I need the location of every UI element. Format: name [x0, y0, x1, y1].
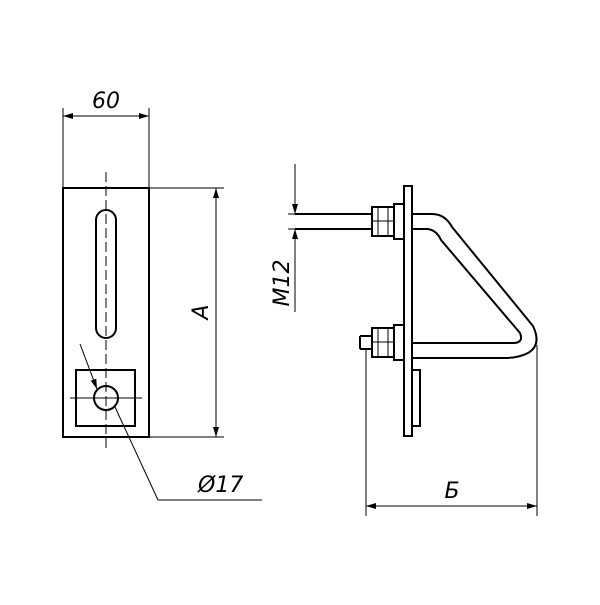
clamp-plate	[411, 369, 421, 427]
upper-washer	[393, 203, 405, 240]
front-view	[62, 172, 150, 452]
slot	[95, 209, 117, 339]
hole-label: Ø17	[197, 473, 243, 498]
lower-washer	[393, 324, 405, 361]
thread-label: M12	[270, 260, 295, 307]
side-view	[295, 185, 538, 437]
width-label: 60	[92, 89, 120, 114]
u-bolt-outer	[412, 213, 538, 359]
hole	[93, 385, 119, 411]
width-dimension: 60	[62, 89, 150, 188]
hole-dimension: Ø17	[79, 343, 262, 501]
u-bolt-inner	[412, 228, 523, 344]
height-label: A	[189, 304, 214, 321]
height-dimension: A	[149, 187, 224, 438]
depth-label: Б	[444, 479, 459, 504]
depth-dimension: Б	[365, 345, 538, 516]
thread-dimension: M12	[270, 164, 372, 312]
mounting-plate	[403, 185, 413, 437]
